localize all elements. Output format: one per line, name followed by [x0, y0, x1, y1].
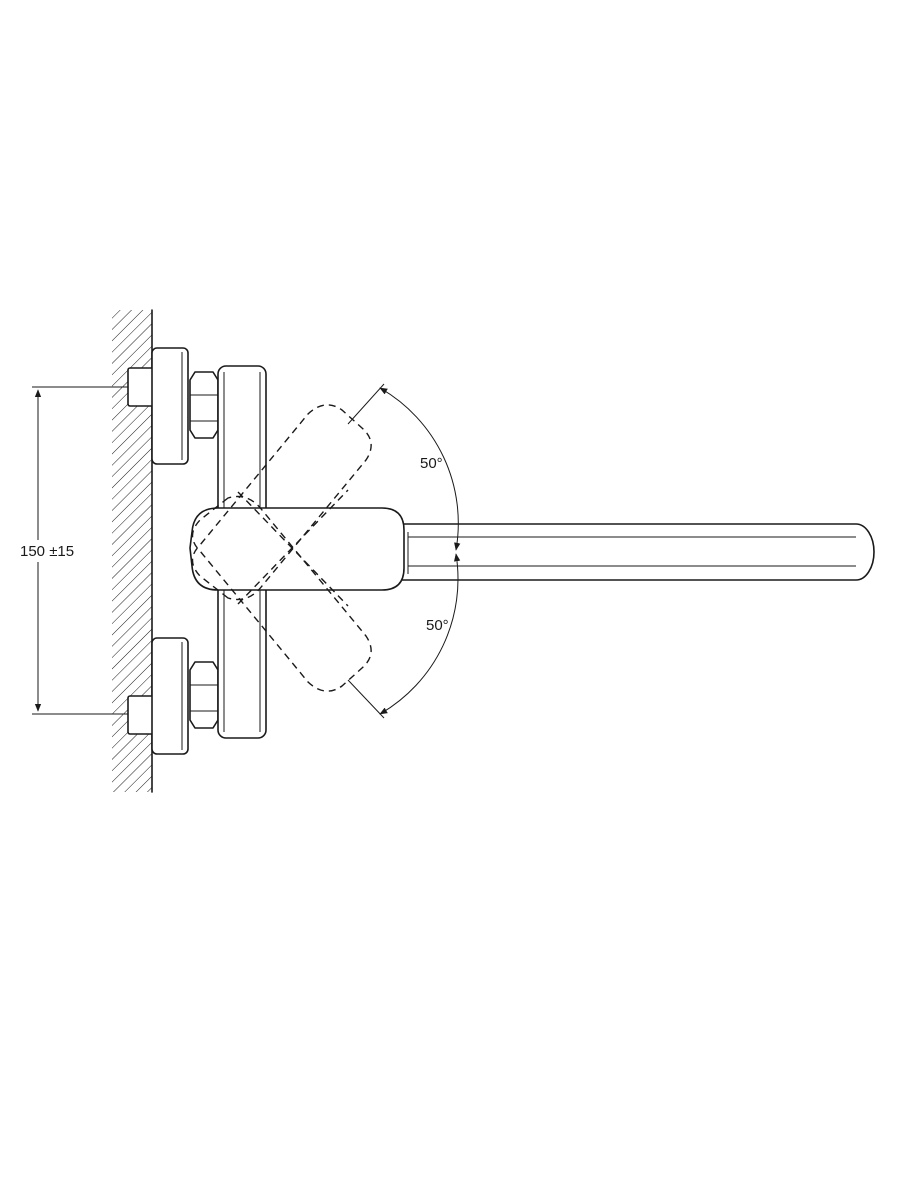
lever-position-up: [191, 404, 372, 601]
lever-center-lines: [237, 489, 349, 607]
spout: [399, 523, 875, 581]
lower-wall-connector: [127, 637, 189, 755]
lower-angle-label: 50°: [426, 617, 449, 634]
lower-hex-nut: [189, 661, 219, 729]
upper-wall-connector: [127, 347, 189, 465]
lower-angle-dimension: 50°: [347, 553, 461, 719]
vertical-spacing-dimension: 150 ±15: [18, 386, 128, 715]
upper-hex-nut: [189, 371, 219, 439]
lever-position-down: [191, 495, 372, 692]
upper-angle-dimension: 50°: [347, 383, 461, 551]
upper-angle-label: 50°: [420, 455, 443, 472]
vertical-spacing-label: 150 ±15: [20, 543, 74, 560]
lever-handle: [189, 507, 405, 591]
